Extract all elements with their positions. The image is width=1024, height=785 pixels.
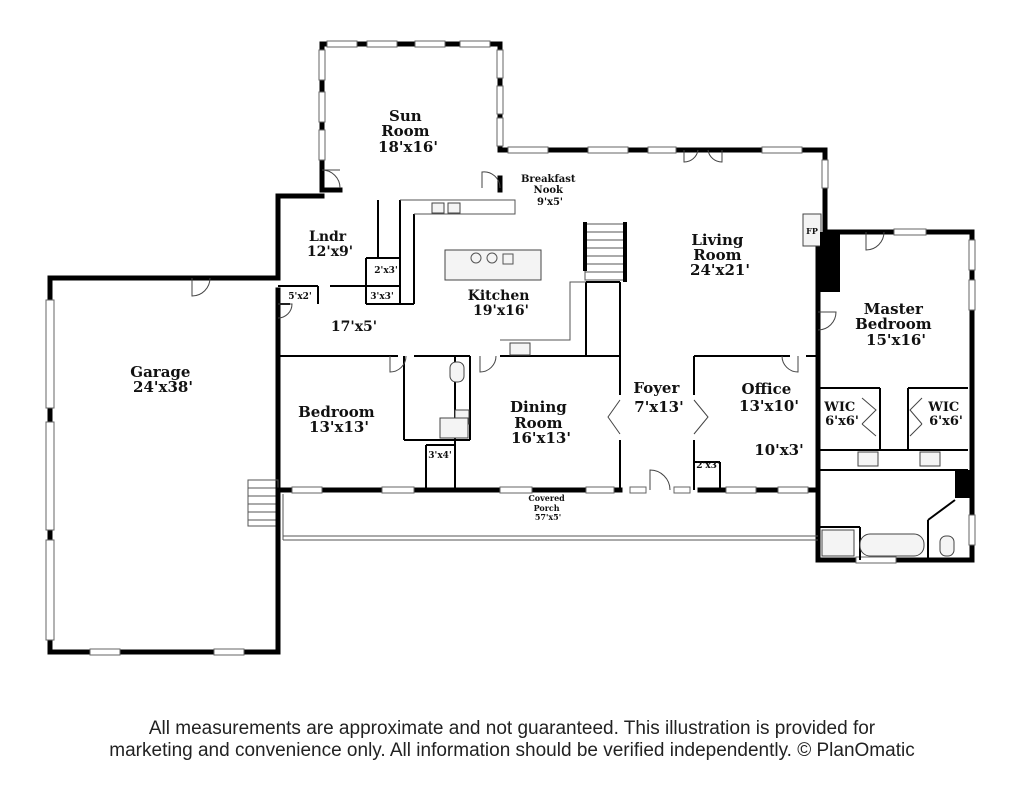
toilet bbox=[449, 361, 465, 383]
foyer-door-left bbox=[607, 399, 621, 435]
label-wic-left-name: WIC bbox=[823, 400, 855, 415]
kitchen-counter-top bbox=[400, 199, 516, 215]
label-foyer: Foyer 7'x13' bbox=[633, 379, 684, 416]
cooktop-burner bbox=[470, 252, 482, 264]
label-office: Office 13'x10' bbox=[739, 380, 799, 415]
label-wic-left: WIC 6'x6' bbox=[823, 400, 860, 429]
label-bedroom: Bedroom 13'x13' bbox=[298, 403, 380, 436]
hall-door bbox=[277, 303, 293, 319]
label-living-room: Living Room 24'x21' bbox=[690, 231, 750, 279]
disclaimer-line-2: marketing and convenience only. All info… bbox=[109, 740, 915, 761]
label-foyer-name: Foyer bbox=[633, 379, 680, 397]
label-wic-left-size: 6'x6' bbox=[825, 414, 859, 429]
label-garage-name: Garage bbox=[130, 363, 190, 381]
office-door bbox=[781, 355, 799, 373]
label-office-name: Office bbox=[742, 380, 792, 398]
living-french-doors bbox=[683, 149, 723, 163]
label-closet-5x2: 5'x2' bbox=[288, 292, 311, 302]
label-closet-3x3: 3'x3' bbox=[370, 292, 393, 302]
label-sun-room: Sun Room 18'x16' bbox=[378, 107, 438, 156]
disclaimer-line-1: All measurements are approximate and not… bbox=[148, 718, 876, 739]
floor-plan: Sun Room 18'x16' Breakfast Nook 9'x5' Li… bbox=[45, 40, 976, 656]
disclaimer: All measurements are approximate and not… bbox=[0, 718, 1024, 762]
label-laundry-name: Lndr bbox=[309, 229, 347, 245]
kitchen-island bbox=[444, 249, 542, 281]
kitchen-sink-left bbox=[431, 202, 445, 214]
label-hall-size: 17'x5' bbox=[331, 319, 377, 335]
master-entry-door bbox=[817, 311, 837, 331]
wic-left-door bbox=[861, 397, 877, 437]
cooktop-panel bbox=[502, 253, 514, 265]
label-wic-right-size: 6'x6' bbox=[929, 414, 963, 429]
label-fireplace: FP bbox=[806, 226, 818, 236]
stairs-garage bbox=[247, 479, 279, 527]
label-living-room-size: 24'x21' bbox=[690, 261, 750, 279]
garage-entry-door bbox=[191, 277, 211, 297]
foyer-door-right bbox=[693, 399, 709, 435]
fireplace-chimney bbox=[820, 232, 840, 292]
label-sun-room-l1: Sun bbox=[389, 107, 422, 125]
label-kitchen: Kitchen 19'x16' bbox=[468, 288, 535, 319]
label-closet-3x4: 3'x4' bbox=[428, 451, 451, 461]
label-breakfast-nook-size: 9'x5' bbox=[537, 197, 563, 208]
label-covered-porch: Covered Porch 57'x5' bbox=[528, 493, 567, 522]
label-closet-2x3-a: 2'x3' bbox=[374, 266, 397, 276]
label-covered-porch-size: 57'x5' bbox=[535, 512, 561, 522]
label-bedroom-name: Bedroom bbox=[298, 403, 375, 421]
label-dining-room-size: 16'x13' bbox=[511, 429, 571, 447]
kitchen-sink-low bbox=[509, 342, 531, 356]
front-door bbox=[649, 469, 671, 491]
master-door-top bbox=[865, 231, 885, 251]
dining-door bbox=[479, 355, 497, 373]
label-breakfast-nook: Breakfast Nook 9'x5' bbox=[521, 174, 579, 208]
stairs-main bbox=[583, 222, 627, 282]
label-sun-room-l2: Room bbox=[381, 122, 429, 140]
label-master-bedroom: Master Bedroom 15'x16' bbox=[855, 300, 937, 349]
shower bbox=[439, 417, 469, 439]
label-office-closet: 10'x3' bbox=[754, 441, 803, 459]
label-office-size: 13'x10' bbox=[739, 397, 799, 415]
kitchen-counter-low bbox=[500, 281, 586, 341]
label-laundry: Lndr 12'x9' bbox=[307, 229, 353, 260]
sun-room-windows bbox=[318, 40, 504, 161]
covered-porch bbox=[282, 494, 818, 541]
label-master-bedroom-size: 15'x16' bbox=[866, 331, 926, 349]
label-garage-size: 24'x38' bbox=[133, 378, 193, 396]
sun-room-door-left bbox=[321, 169, 341, 189]
interior-walls bbox=[278, 200, 968, 560]
label-sun-room-size: 18'x16' bbox=[378, 138, 438, 156]
master-bath-closet bbox=[955, 470, 970, 498]
bedroom-door bbox=[389, 355, 407, 373]
fireplace-hearth bbox=[802, 213, 822, 247]
wic-right-door bbox=[909, 397, 923, 437]
garage-walls bbox=[47, 275, 281, 655]
master-sink-left bbox=[857, 451, 879, 467]
label-foyer-size: 7'x13' bbox=[634, 398, 683, 416]
label-kitchen-size: 19'x16' bbox=[473, 303, 529, 319]
label-kitchen-name: Kitchen bbox=[468, 288, 530, 304]
label-bedroom-size: 13'x13' bbox=[309, 418, 369, 436]
label-laundry-size: 12'x9' bbox=[307, 244, 353, 260]
main-windows bbox=[291, 146, 976, 564]
label-closet-2x3-b: 2'x3' bbox=[696, 461, 719, 471]
master-shower bbox=[821, 529, 855, 557]
sun-room-door-right bbox=[481, 171, 501, 189]
master-toilet bbox=[939, 535, 955, 557]
label-dining-room: Dining Room 16'x13' bbox=[510, 398, 572, 447]
label-wic-right-name: WIC bbox=[927, 400, 959, 415]
label-wic-right: WIC 6'x6' bbox=[927, 400, 964, 429]
master-tub bbox=[859, 533, 925, 557]
label-garage: Garage 24'x38' bbox=[130, 363, 195, 396]
garage-doors bbox=[45, 299, 245, 656]
kitchen-sink-right bbox=[447, 202, 461, 214]
master-sink-right bbox=[919, 451, 941, 467]
cooktop-burner bbox=[486, 252, 498, 264]
